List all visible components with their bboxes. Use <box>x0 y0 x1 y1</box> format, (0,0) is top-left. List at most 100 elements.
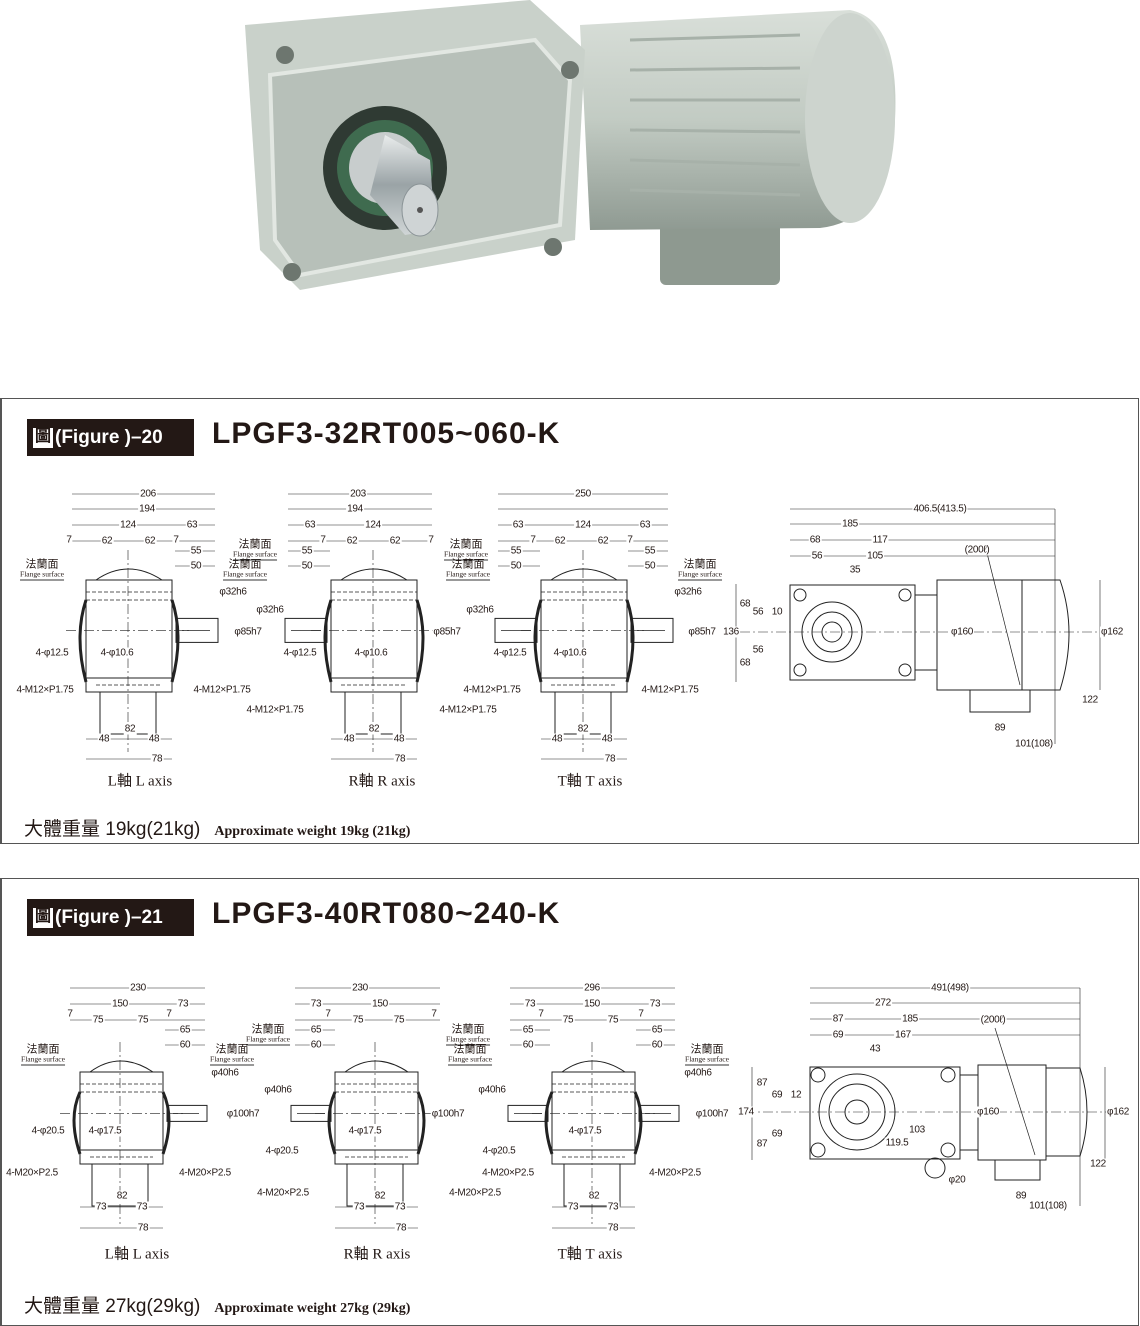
dimension-label: 69 <box>770 1128 784 1140</box>
dimension-label: 4-φ20.5 <box>30 1125 66 1137</box>
dimension-label: 4-M20×P2.5 <box>256 1187 310 1199</box>
weight-cn: 大體重量 27kg(29kg) <box>24 1296 201 1317</box>
dimension-label: 75 <box>136 1014 150 1026</box>
dimension-label: 7 <box>637 1008 645 1020</box>
dimension-label: 73 <box>393 1201 407 1213</box>
dimension-label: 4-φ12.5 <box>492 647 528 659</box>
dimension-label: 48 <box>147 733 161 745</box>
dimension-label: 150 <box>583 998 601 1010</box>
dimension-label: 7 <box>626 534 634 546</box>
dimension-label: 73 <box>135 1201 149 1213</box>
dimension-label: 206 <box>139 488 157 500</box>
flange-label-en: Flange surface <box>448 1054 492 1066</box>
dimension-label: 69 <box>770 1089 784 1101</box>
dimension-label: 73 <box>648 998 662 1010</box>
flange-label-cn: 法蘭面 <box>451 558 485 571</box>
dimension-label: 78 <box>606 1222 620 1234</box>
dimension-label: 7 <box>324 1008 332 1020</box>
dimension-label: 50 <box>300 560 314 572</box>
dimension-label: 7 <box>427 534 435 546</box>
view-caption: L軸 L axis <box>107 773 173 790</box>
dimension-label: 73 <box>606 1201 620 1213</box>
dimension-label: 68 <box>808 534 822 546</box>
dimension-label: φ162 <box>1106 1106 1130 1118</box>
dimension-label: 65 <box>650 1024 664 1036</box>
dimension-label: 50 <box>643 560 657 572</box>
dimension-label: 4-φ10.6 <box>99 647 135 659</box>
dimension-label: 62 <box>596 535 610 547</box>
gear-motor-photo <box>245 0 896 290</box>
dimension-label: 174 <box>737 1106 755 1118</box>
dimension-label: φ32h6 <box>218 586 248 598</box>
dimension-label: φ32h6 <box>673 586 703 598</box>
dimension-label: 73 <box>523 998 537 1010</box>
dimension-label: 150 <box>111 998 129 1010</box>
dimension-label: 48 <box>342 733 356 745</box>
dimension-label: 136 <box>722 626 740 638</box>
flange-label-cn: 法蘭面 <box>26 1043 60 1056</box>
dimension-label: φ32h6 <box>255 604 285 616</box>
dimension-label: 87 <box>831 1013 845 1025</box>
dimension-label: 78 <box>393 753 407 765</box>
dimension-label: 250 <box>574 488 592 500</box>
dimension-label: 185 <box>901 1013 919 1025</box>
dimension-label: 89 <box>993 722 1007 734</box>
dimension-label: 4-φ10.6 <box>552 647 588 659</box>
view-caption: R軸 R axis <box>348 773 416 790</box>
dimension-label: 4-M20×P2.5 <box>481 1167 535 1179</box>
figure-badge: 圖(Figure )–20 <box>27 419 194 456</box>
view-caption: L軸 L axis <box>104 1246 170 1263</box>
dimension-label: 50 <box>509 560 523 572</box>
dimension-label: 4-M12×P1.75 <box>192 684 252 696</box>
dimension-label: 4-φ10.6 <box>353 647 389 659</box>
figure-number: (Figure )–21 <box>55 907 163 928</box>
figure-badge-glyph: 圖 <box>33 908 53 928</box>
dimension-label: 60 <box>309 1039 323 1051</box>
dimension-label: 82 <box>123 723 137 735</box>
dimension-label: 203 <box>349 488 367 500</box>
dimension-label: φ100h7 <box>694 1108 730 1120</box>
dimension-label: 82 <box>576 723 590 735</box>
flange-label-cn: 法蘭面 <box>215 1043 249 1056</box>
dimension-label: 124 <box>364 519 382 531</box>
dimension-label: 194 <box>138 503 156 515</box>
dimension-label: 4-M20×P2.5 <box>448 1187 502 1199</box>
flange-label-cn: 法蘭面 <box>228 558 262 571</box>
flange-label-cn: 法蘭面 <box>453 1043 487 1056</box>
dimension-label: φ162 <box>1100 626 1124 638</box>
flange-label-en: Flange surface <box>685 1054 729 1066</box>
dimension-label: 7 <box>66 1008 74 1020</box>
dimension-label: φ40h6 <box>210 1067 240 1079</box>
dimension-label: 4-φ17.5 <box>87 1125 123 1137</box>
dimension-label: 7 <box>319 534 327 546</box>
approx-weight: 大體重量 19kg(21kg)Approximate weight 19kg (… <box>24 814 410 841</box>
dimension-label: 56 <box>751 644 765 656</box>
dimension-label: 78 <box>136 1222 150 1234</box>
model-title: LPGF3-32RT005~060-K <box>212 417 561 450</box>
dimension-label: 185 <box>841 518 859 530</box>
dimension-label: 50 <box>189 560 203 572</box>
flange-label-en: Flange surface <box>21 1054 65 1066</box>
dimension-label: φ40h6 <box>683 1067 713 1079</box>
weight-en: Approximate weight 27kg (29kg) <box>214 1301 411 1316</box>
flange-label-cn: 法蘭面 <box>690 1043 724 1056</box>
figure-badge-glyph: 圖 <box>33 428 53 448</box>
dimension-label: 7 <box>172 534 180 546</box>
dimension-label: 7 <box>537 1008 545 1020</box>
dimension-label: 60 <box>521 1039 535 1051</box>
dimension-label: 62 <box>388 535 402 547</box>
dimension-label: 56 <box>751 606 765 618</box>
dimension-label: 122 <box>1081 694 1099 706</box>
dimension-label: 272 <box>874 997 892 1009</box>
dimension-label: 75 <box>606 1014 620 1026</box>
dimension-label: 78 <box>603 753 617 765</box>
dimension-label: 4-M12×P1.75 <box>462 684 522 696</box>
dimension-label: 69 <box>831 1029 845 1041</box>
dimension-label: φ100h7 <box>225 1108 261 1120</box>
dimension-label: 12 <box>789 1089 803 1101</box>
